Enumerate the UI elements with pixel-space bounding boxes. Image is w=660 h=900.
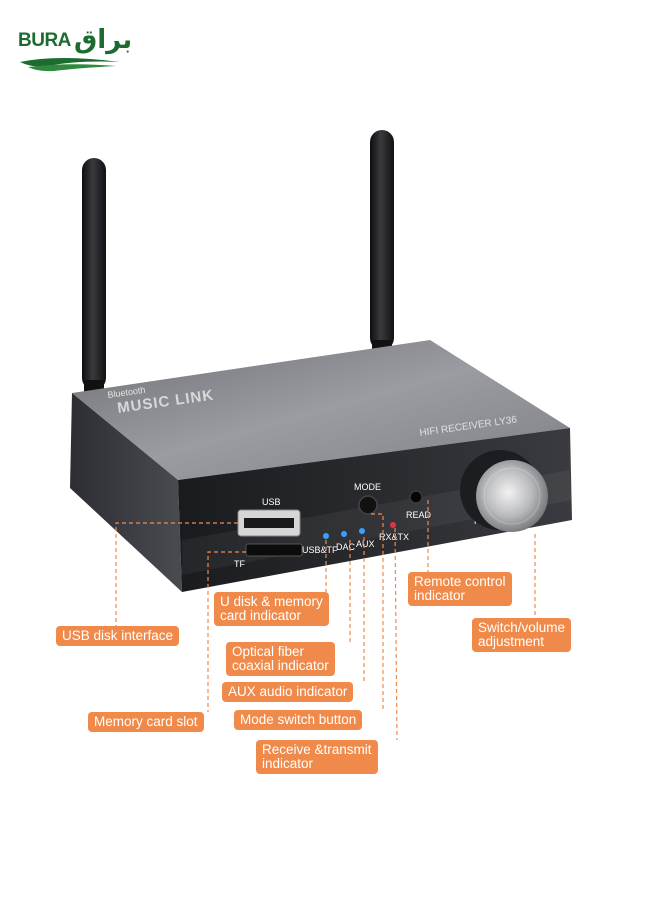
tf-card-slot[interactable]: [245, 543, 303, 557]
device-top: [72, 340, 570, 480]
callout-line-1: U disk & memory: [220, 594, 323, 609]
callout-remote-control-indicator: Remote control indicator: [408, 572, 512, 606]
leader-lines: [115, 500, 536, 741]
callout-line-2: card indicator: [220, 608, 302, 623]
led-rx-tx: [390, 522, 396, 528]
callout-usb-disk-interface: USB disk interface: [56, 626, 180, 646]
device-side: [70, 393, 182, 592]
callout-line-2: adjustment: [478, 634, 545, 649]
callout-line-2: coaxial indicator: [232, 658, 329, 673]
callout-switch-volume-adjustment: Switch/volume adjustment: [472, 618, 572, 652]
usb-label: USB: [262, 497, 281, 507]
callout-text: USB disk interface: [62, 628, 174, 643]
callout-text: Mode switch button: [240, 712, 357, 727]
led-rxtx-label: RX&TX: [379, 532, 409, 542]
left-antenna: [82, 158, 106, 402]
callout-line-2: indicator: [414, 588, 466, 603]
mode-label: MODE: [354, 482, 381, 492]
mode-button[interactable]: [358, 495, 378, 515]
callout-line-1: Remote control: [414, 574, 506, 589]
callout-aux-indicator: AUX audio indicator: [222, 682, 354, 702]
callout-line-2: indicator: [262, 756, 314, 771]
palm-leaf-icon: [20, 58, 120, 72]
usb-port[interactable]: [237, 509, 301, 537]
led-dac-label: DAC: [336, 542, 356, 552]
right-antenna: [370, 130, 394, 360]
brand-latin: BURA: [18, 30, 71, 51]
remote-sensor: [409, 490, 423, 504]
callout-receive-transmit-indicator: Receive &transmit indicator: [256, 740, 378, 774]
callout-line-1: Switch/volume: [478, 620, 566, 635]
read-label: READ: [406, 510, 432, 520]
callout-mode-switch-button: Mode switch button: [234, 710, 363, 730]
callout-memory-card-slot: Memory card slot: [88, 712, 204, 732]
callout-text: AUX audio indicator: [228, 684, 348, 699]
tf-label: TF: [234, 559, 245, 569]
callout-optical-indicator: Optical fiber coaxial indicator: [226, 642, 335, 676]
led-usbtf-label: USB&TF: [302, 545, 338, 555]
callout-line-1: Optical fiber: [232, 644, 305, 659]
led-aux: [359, 528, 365, 534]
led-usb-tf: [323, 533, 329, 539]
volume-knob[interactable]: [460, 450, 548, 532]
callout-u-disk-indicator: U disk & memory card indicator: [214, 592, 329, 626]
led-aux-label: AUX: [356, 539, 375, 549]
led-dac: [341, 531, 347, 537]
callout-text: Memory card slot: [94, 714, 198, 729]
brand-arabic: براق: [74, 24, 133, 54]
callout-line-1: Receive &transmit: [262, 742, 372, 757]
brand-logo: BURA براق: [18, 22, 132, 72]
